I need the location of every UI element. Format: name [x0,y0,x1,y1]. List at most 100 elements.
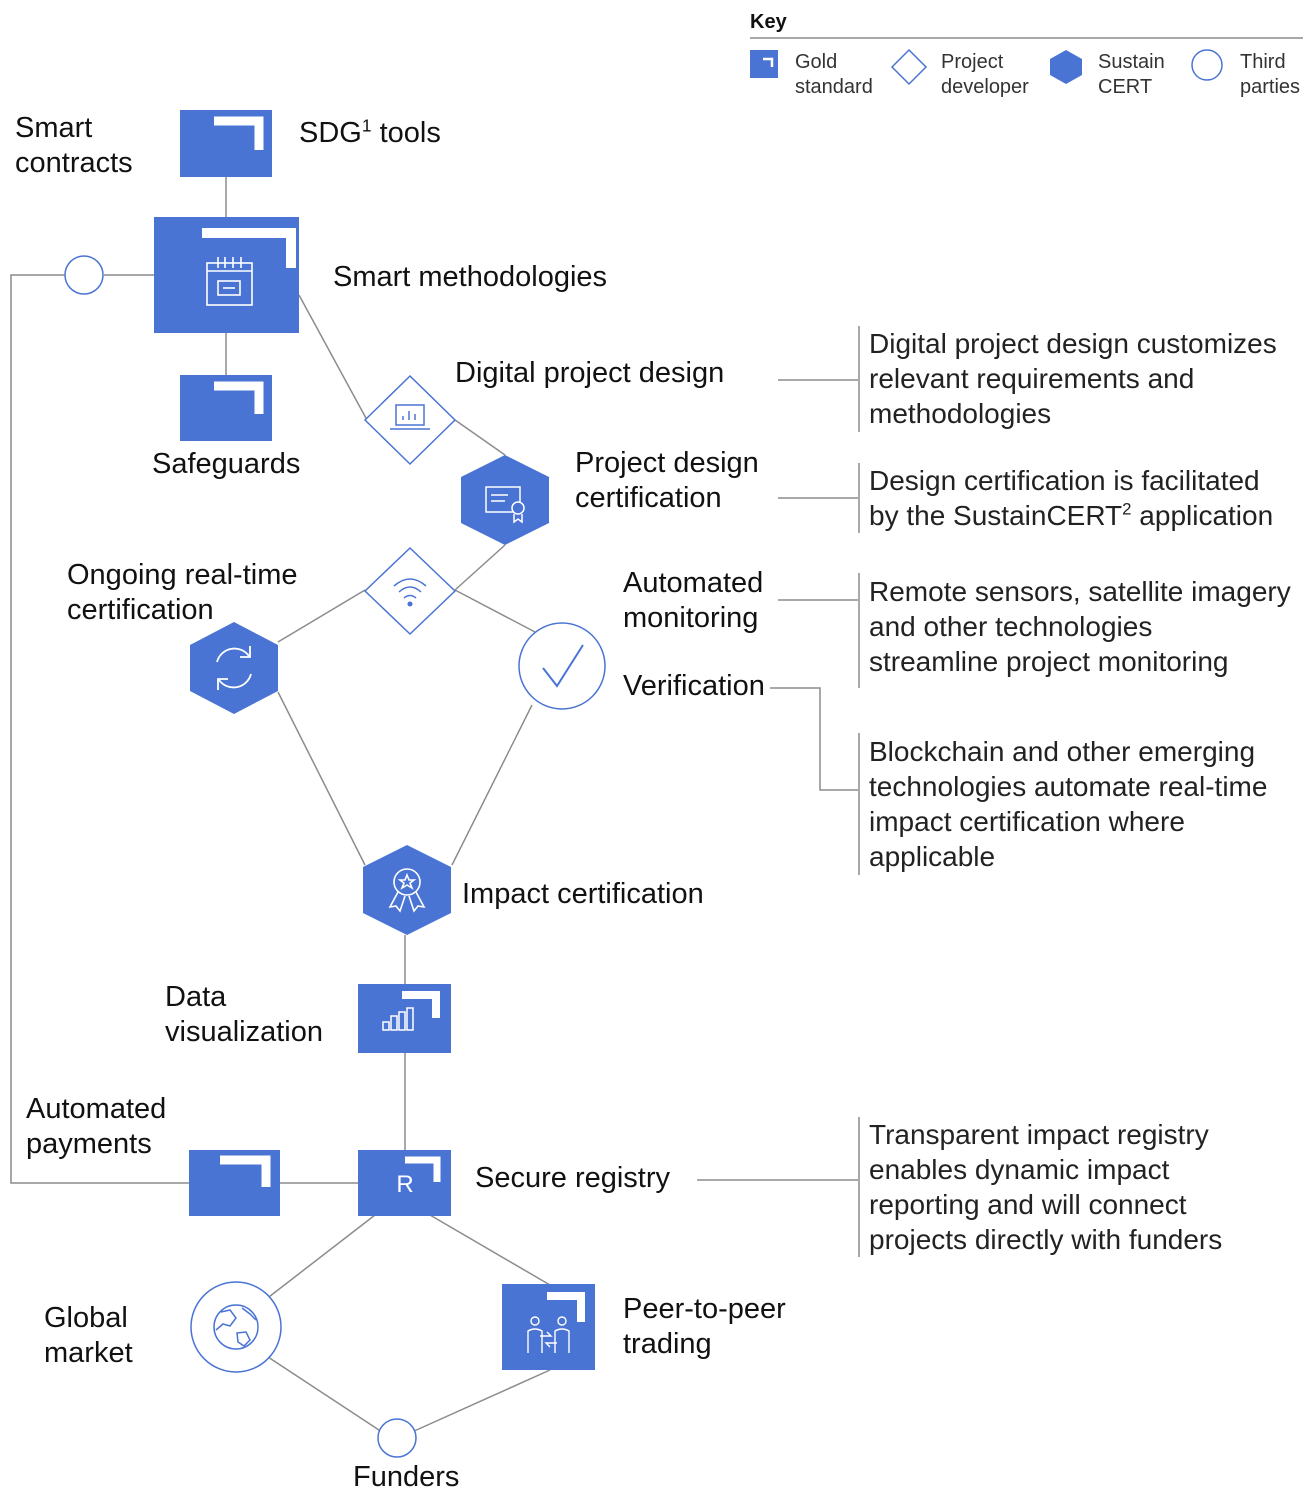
safeguards-node [180,375,272,441]
desc-line: enables dynamic impact [869,1154,1170,1185]
peer-to-peer-label: Peer-to-peer trading [623,1292,786,1362]
desc-line: technologies automate real-time [869,771,1268,802]
smart-contracts-line1: Smart [15,112,93,144]
third-party-circle [64,255,104,295]
market-line2: market [44,1337,133,1369]
certificate-icon [485,486,525,524]
funders-label: Funders [353,1461,460,1493]
project-design-certification-label: Project design certification [575,446,759,516]
dataviz-line2: visualization [165,1016,323,1048]
people-exchange-icon [527,1316,570,1353]
connector-registry-market [264,1214,376,1301]
connector-certification-monitoring [454,544,506,591]
peer-to-peer-node [502,1284,595,1370]
registry-letter: R [396,1171,413,1198]
desc-line: Remote sensors, satellite imagery [869,576,1291,607]
desc-line: methodologies [869,398,1052,429]
key-label-gold-standard: Gold standard [795,50,873,100]
connector-p2p-funders [411,1369,551,1433]
key-project-developer-symbol [890,48,928,86]
key-developer-line2: developer [941,76,1029,98]
key-gold-standard-symbol [750,50,778,78]
impact-certification-label: Impact certification [462,878,704,910]
digital-project-design-label: Digital project design [455,357,725,389]
ongoing-certification-node [190,622,278,714]
key-sustaincert-line1: Sustain [1098,51,1165,73]
registry-description: Transparent impact registry enables dyna… [869,1117,1222,1257]
key-developer-line1: Project [941,51,1004,73]
market-line1: Global [44,1302,128,1334]
ongoing-line2: certification [67,594,214,626]
key-third-line2: parties [1240,76,1301,98]
digital-project-design-node [363,374,457,466]
design-cert-description: Design certification is facilitated by t… [869,463,1273,533]
blockchain-description: Blockchain and other emerging technologi… [869,734,1267,874]
safeguards-label: Safeguards [152,448,301,480]
connector-monitoring-ongoing [277,589,366,643]
desc-line: and other technologies [869,611,1153,642]
monitoring-line2: monitoring [623,602,759,634]
sdg-tools-label: SDG1 tools [299,116,441,151]
sdg-tools-node [180,110,272,177]
dataviz-line1: Data [165,981,227,1013]
data-visualization-label: Data visualization [165,980,323,1050]
impact-certification-node [363,845,451,935]
secure-registry-label: Secure registry [475,1162,671,1194]
automated-payments-label: Automated payments [26,1092,166,1162]
key-gold-line2: standard [795,76,873,98]
connector-methodologies-design [298,294,368,421]
project-design-certification-node [461,455,549,545]
automated-payments-node [189,1150,280,1216]
automated-monitoring-label: Automated monitoring [623,566,763,636]
desc-line: Design certification is facilitated [869,465,1260,496]
key-title: Key [750,11,787,33]
bar-chart-icon [382,1007,414,1031]
payments-line1: Automated [26,1093,167,1125]
checkmark-icon [542,644,584,688]
award-ribbon-icon [388,868,426,913]
key-sustaincert-symbol [1050,50,1082,84]
desc-line: Blockchain and other emerging [869,736,1256,767]
sustaincert-footnote-marker: 2 [1122,499,1132,519]
calendar-icon [206,257,253,306]
global-market-label: Global market [44,1301,133,1371]
connector-ongoing-impact [277,691,366,866]
key-third-line1: Third [1240,51,1286,73]
desc-line: streamline project monitoring [869,646,1229,677]
p2p-line1: Peer-to-peer [623,1293,786,1325]
pdc-line2: certification [575,482,722,514]
connector-registry-p2p [429,1214,551,1286]
globe-icon [213,1304,259,1350]
smart-contracts-label: Smart contracts [15,111,133,181]
leader-verification [770,687,858,791]
laptop-chart-icon [390,404,430,430]
connector-monitoring-verification [454,589,536,633]
automated-monitoring-node [363,546,457,636]
key-label-sustaincert: Sustain CERT [1098,50,1165,100]
desc-line: by the SustainCERT2 application [869,498,1273,533]
smart-contracts-line2: contracts [15,147,133,179]
desc-line: Digital project design customizes [869,328,1277,359]
digital-design-description: Digital project design customizes releva… [869,326,1277,431]
connector-lines [10,37,1303,1433]
sdg-tools-text: SDG [299,117,362,149]
key-third-parties-symbol [1191,49,1223,81]
connector-market-funders [264,1354,383,1433]
key-label-project-developer: Project developer [941,50,1029,100]
desc-line: impact certification where [869,806,1185,837]
ongoing-line1: Ongoing real-time [67,559,298,591]
key-sustaincert-line2: CERT [1098,76,1153,98]
desc-line: Transparent impact registry [869,1119,1209,1150]
connector-design-certification [454,419,506,456]
sdg-footnote-marker: 1 [361,115,372,136]
global-market-node [190,1281,282,1373]
desc-line: projects directly with funders [869,1224,1223,1255]
desc-line: reporting and will connect [869,1189,1187,1220]
verification-node [518,622,606,710]
ongoing-certification-label: Ongoing real-time certification [67,558,298,628]
sdg-tools-suffix: tools [371,117,441,149]
smart-methodologies-node [154,217,299,333]
desc-line: applicable [869,841,996,872]
p2p-line2: trading [623,1328,712,1360]
